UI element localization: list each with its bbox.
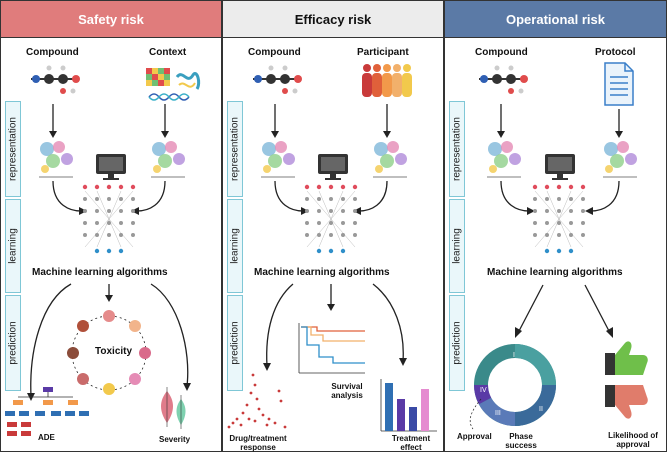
- violin-plot-icon: [161, 387, 186, 429]
- stage-representation: representation: [449, 101, 465, 197]
- neural-network-icon: [304, 184, 358, 254]
- stage-representation: representation: [5, 101, 21, 197]
- approval-label: Approval: [457, 432, 492, 441]
- survival-label: Survival analysis: [331, 382, 363, 400]
- embedding-plot-icon: [487, 141, 521, 178]
- embedding-plot-icon: [603, 141, 637, 178]
- stage-prediction: prediction: [449, 295, 465, 391]
- panel-operational-risk: Operational risk representation learning…: [444, 0, 667, 452]
- stage-learning: learning: [449, 199, 465, 293]
- thumbs-up-icon: [605, 341, 648, 375]
- document-icon: [604, 62, 634, 106]
- ml-label: Machine learning algorithms: [32, 267, 168, 278]
- molecule-icon: [479, 65, 528, 94]
- ml-label: Machine learning algorithms: [254, 267, 390, 278]
- phase-label: II: [539, 406, 543, 413]
- neural-network-icon: [532, 184, 586, 254]
- input-label-protocol: Protocol: [595, 47, 636, 58]
- panel-header: Safety risk: [1, 1, 221, 38]
- panel-title: Safety risk: [78, 11, 144, 27]
- panel-safety-graphics: [5, 65, 201, 436]
- input-label-context: Context: [149, 47, 187, 58]
- organ-ring-icon: [67, 310, 151, 395]
- neural-network-icon: [82, 184, 136, 254]
- panel-title: Efficacy risk: [294, 11, 372, 27]
- panel-efficacy-graphics: [227, 64, 437, 432]
- effect-label: Treatment effect: [391, 434, 431, 452]
- panel-safety-risk: Safety risk representation learning pred…: [0, 0, 222, 452]
- molecule-icon: [31, 65, 80, 94]
- phase-label: I: [513, 352, 515, 359]
- embedding-plot-icon: [373, 141, 407, 178]
- stage-learning: learning: [227, 199, 243, 293]
- protein-icon: [175, 72, 201, 90]
- phase-label: IV: [480, 387, 487, 394]
- bar-chart-icon: [380, 379, 437, 432]
- ade-tree-icon: [5, 387, 89, 436]
- heatmap-icon: [146, 68, 170, 86]
- phase-label: III: [495, 410, 501, 417]
- people-icon: [362, 64, 412, 97]
- embedding-plot-icon: [261, 141, 295, 178]
- panel-header: Efficacy risk: [223, 1, 443, 38]
- dna-icon: [148, 93, 190, 101]
- stage-prediction: prediction: [227, 295, 243, 391]
- embedding-plot-icon: [151, 141, 185, 178]
- panel-title: Operational risk: [506, 11, 605, 27]
- input-label-compound: Compound: [475, 47, 528, 58]
- phase-success-label: Phase success: [505, 432, 537, 450]
- response-label: Drug/treatment response: [229, 434, 287, 452]
- stage-representation: representation: [227, 101, 243, 197]
- thumbs-down-icon: [605, 385, 648, 419]
- panel-header: Operational risk: [445, 1, 666, 38]
- stage-learning: learning: [5, 199, 21, 293]
- computer-icon: [545, 154, 575, 180]
- computer-icon: [96, 154, 126, 180]
- computer-icon: [318, 154, 348, 180]
- scatter-plot-icon: [227, 373, 287, 429]
- phase-donut-icon: I II III IV: [469, 344, 556, 430]
- embedding-plot-icon: [39, 141, 73, 178]
- stage-prediction: prediction: [5, 295, 21, 391]
- toxicity-label: Toxicity: [95, 346, 133, 357]
- severity-label: Severity: [159, 435, 191, 444]
- input-label-compound: Compound: [248, 47, 301, 58]
- likelihood-label: Likelihood of approval: [608, 431, 658, 449]
- input-label-compound: Compound: [26, 47, 79, 58]
- input-label-participant: Participant: [357, 47, 409, 58]
- panel-efficacy-risk: Efficacy risk representation learning pr…: [222, 0, 444, 452]
- panel-operational-graphics: I II III IV: [469, 62, 648, 430]
- survival-curve-icon: [298, 323, 365, 374]
- ade-label: ADE: [38, 433, 55, 442]
- molecule-icon: [253, 65, 302, 94]
- ml-label: Machine learning algorithms: [487, 267, 623, 278]
